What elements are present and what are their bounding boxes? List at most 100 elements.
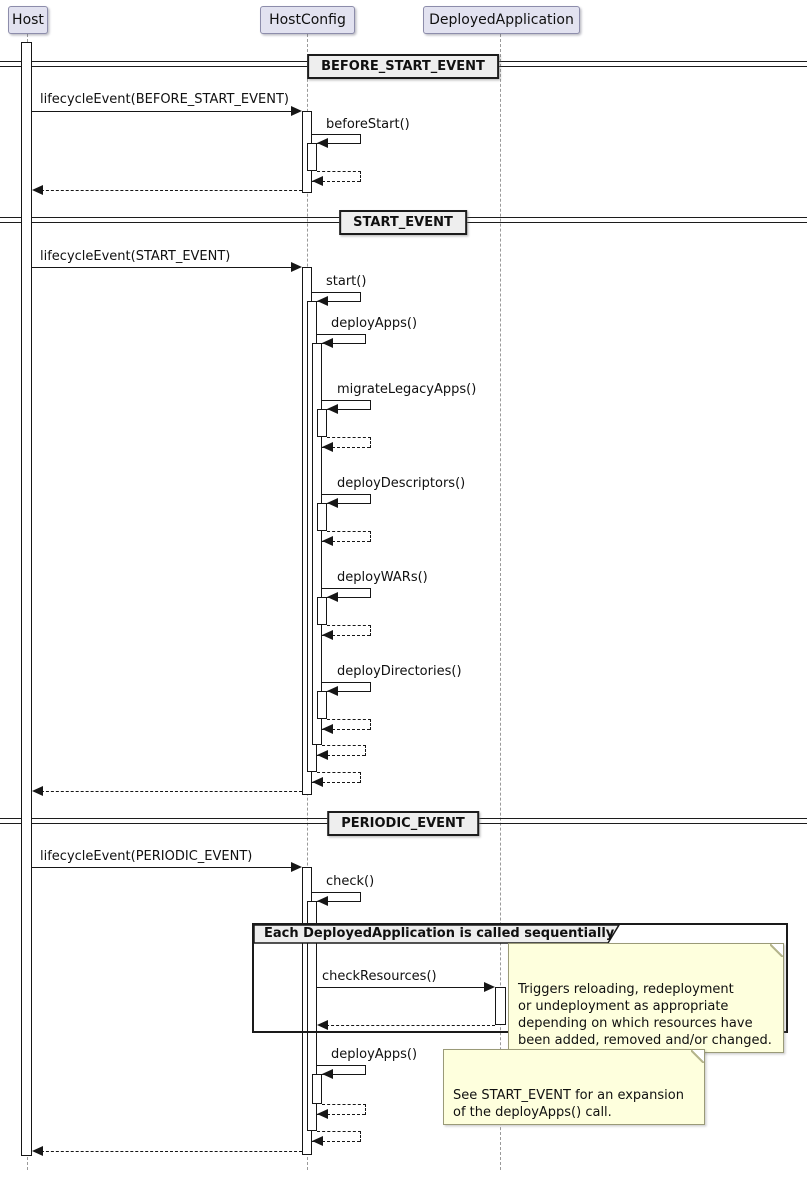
- divider-periodic-event: PERIODIC_EVENT: [327, 811, 479, 836]
- note-check-resources-text: Triggers reloading, redeployment or unde…: [518, 982, 772, 1048]
- self-return-start-loop: [317, 772, 361, 783]
- self-call-before-start-top: [312, 134, 360, 135]
- return-line-check-resources: [321, 1025, 495, 1026]
- message-label-before-start: beforeStart(): [326, 117, 410, 132]
- self-call-wars-top: [322, 588, 370, 589]
- message-label-start: start(): [326, 274, 367, 289]
- self-return-check-bottom: [312, 1141, 360, 1142]
- arrow-head: [32, 1146, 43, 1156]
- self-return-directories-bottom: [322, 729, 370, 730]
- self-call-deploy-apps2-top: [317, 1065, 365, 1066]
- message-line-check-resources: [317, 987, 485, 988]
- self-return-migrate-bottom: [322, 447, 370, 448]
- self-call-migrate-loop: [327, 400, 371, 410]
- participant-deployedapplication: DeployedApplication: [423, 6, 580, 34]
- message-label-lifecycle-periodic: lifecycleEvent(PERIODIC_EVENT): [40, 849, 253, 864]
- arrow-head: [291, 106, 302, 116]
- arrow-head: [317, 896, 328, 906]
- self-call-directories-top: [322, 682, 370, 683]
- message-label-deploy-descriptors: deployDescriptors(): [337, 476, 466, 491]
- arrow-head: [32, 185, 43, 195]
- self-return-start-bottom: [312, 782, 360, 783]
- self-return-deploy-apps2-bottom: [317, 1114, 365, 1115]
- activation-bar-deploy-descriptors: [317, 503, 327, 531]
- message-label-deploy-wars: deployWARs(): [337, 570, 428, 585]
- arrow-head: [327, 592, 338, 602]
- message-label-check: check(): [326, 874, 375, 889]
- message-label-lifecycle-start: lifecycleEvent(START_EVENT): [40, 249, 231, 264]
- self-call-descriptors-loop: [327, 494, 371, 504]
- self-call-migrate-top: [322, 400, 370, 401]
- message-label-deploy-directories: deployDirectories(): [337, 664, 462, 679]
- host-activation-bar: [21, 42, 32, 1156]
- self-call-check-top: [312, 892, 360, 893]
- participant-hostconfig: HostConfig: [260, 6, 355, 34]
- self-call-directories-loop: [327, 682, 371, 692]
- self-return-before-start-bottom: [312, 181, 360, 182]
- self-return-deploy-apps-loop: [322, 745, 366, 756]
- arrow-head: [322, 630, 333, 640]
- arrow-head: [317, 138, 328, 148]
- self-call-before-start-loop: [317, 134, 361, 144]
- arrow-head: [322, 1069, 333, 1079]
- activation-bar-deploy-wars: [317, 597, 327, 625]
- arrow-head: [317, 296, 328, 306]
- activation-bar-deployedapplication: [495, 987, 506, 1025]
- self-return-deploy-apps-bottom: [317, 755, 365, 756]
- arrow-head: [327, 498, 338, 508]
- arrow-head: [322, 338, 333, 348]
- return-line-to-host-2: [36, 791, 302, 792]
- message-label-deploy-apps: deployApps(): [331, 316, 418, 331]
- self-return-descriptors-loop: [327, 531, 371, 542]
- self-return-migrate-loop: [327, 437, 371, 448]
- message-label-check-resources: checkResources(): [322, 969, 437, 984]
- activation-bar-s2-l3: [312, 343, 322, 745]
- self-return-wars-loop: [327, 625, 371, 636]
- return-line-to-host-3: [36, 1151, 302, 1152]
- self-return-descriptors-bottom: [322, 541, 370, 542]
- activation-bar-s3-l2: [307, 901, 317, 1131]
- arrow-head: [317, 750, 328, 760]
- arrow-head: [291, 862, 302, 872]
- self-call-deploy-apps-loop: [322, 334, 366, 344]
- note-deploy-apps: See START_EVENT for an expansion of the …: [443, 1049, 705, 1125]
- message-label-migrate-legacy-apps: migrateLegacyApps(): [337, 382, 477, 397]
- arrow-head: [32, 786, 43, 796]
- activation-bar-deploy-directories: [317, 691, 327, 719]
- self-call-start-loop: [317, 292, 361, 302]
- self-return-deploy-apps2-loop: [322, 1104, 366, 1115]
- arrow-head: [327, 404, 338, 414]
- arrow-head: [312, 1136, 323, 1146]
- divider-start-event: START_EVENT: [339, 210, 467, 235]
- return-line-to-host-1: [36, 190, 302, 191]
- message-line-lifecycle-before-start: [32, 111, 292, 112]
- self-call-check-loop: [317, 892, 361, 902]
- self-call-descriptors-top: [322, 494, 370, 495]
- self-call-wars-loop: [327, 588, 371, 598]
- deployedapplication-lifeline: [500, 34, 501, 1170]
- arrow-head: [312, 176, 323, 186]
- self-call-deploy-apps2-loop: [322, 1065, 366, 1075]
- arrow-head: [317, 1020, 328, 1030]
- self-return-check-loop: [317, 1131, 361, 1142]
- message-line-lifecycle-periodic: [32, 867, 292, 868]
- self-return-before-start-loop: [317, 171, 361, 182]
- self-return-wars-bottom: [322, 635, 370, 636]
- arrow-head: [322, 442, 333, 452]
- group-label: Each DeployedApplication is called seque…: [264, 926, 615, 941]
- self-return-directories-loop: [327, 719, 371, 730]
- arrow-head: [484, 982, 495, 992]
- arrow-head: [291, 262, 302, 272]
- self-call-start-top: [312, 292, 360, 293]
- participant-host: Host: [8, 6, 48, 34]
- note-deploy-apps-text: See START_EVENT for an expansion of the …: [453, 1088, 684, 1120]
- self-call-deploy-apps-top: [317, 334, 365, 335]
- activation-bar-s1-l2: [307, 143, 317, 171]
- activation-bar-s3-l3: [312, 1074, 322, 1104]
- arrow-head: [322, 536, 333, 546]
- arrow-head: [312, 777, 323, 787]
- note-fold-icon: [770, 944, 783, 957]
- divider-before-start-event: BEFORE_START_EVENT: [307, 54, 499, 79]
- activation-bar-migrate-legacy-apps: [317, 409, 327, 437]
